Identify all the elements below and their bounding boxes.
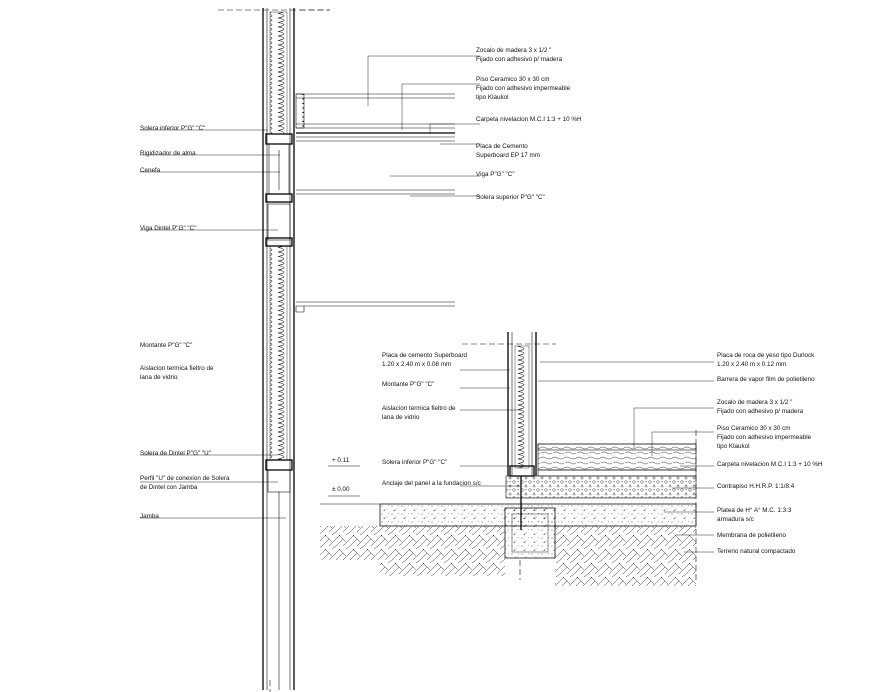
label-membrana: Membrana de polietileno	[717, 532, 786, 539]
label-montante-right: Montante P"G" "C"	[382, 381, 434, 388]
label-placa-superboard-2: 1.20 x 2.40 m x 0.08 mm	[382, 361, 451, 368]
label-placa-cemento-1: Placa de Cemento	[476, 143, 528, 150]
label-carpeta-upper: Carpeta nivelacion M.C.I 1:3 + 10 %H	[476, 116, 582, 123]
label-perfil-u-1: Perfil "U" de conexion de Solera	[140, 475, 230, 482]
level-high: + 0.11	[332, 457, 350, 464]
label-placa-roca-1: Placa de roca de yeso tipo Durlock	[717, 352, 815, 359]
label-piso-right-3: tipo Klaukol	[717, 443, 750, 450]
right-section	[320, 332, 697, 586]
label-aislacion-left-2: lana de vidrio	[140, 374, 178, 381]
label-piso-right-2: Fijado con adhesivo impermeable	[717, 434, 812, 441]
label-platea-1: Platea de H° A° M.C. 1:3:3	[717, 506, 792, 514]
leader-lines	[140, 55, 714, 553]
label-jamba: Jamba	[140, 513, 159, 520]
label-zocalo-right-1: Zocalo de madera 3 x 1/2 "	[717, 399, 792, 406]
label-barrera: Barrera de vapor film de polietileno	[717, 376, 815, 383]
label-placa-roca-2: 1.20 x 2.40 m x 0.12 mm	[717, 361, 786, 368]
label-carpeta-right: Carpeta nivelacion M.C.I 1:3 + 10 %H	[717, 461, 823, 468]
label-placa-superboard-1: Placa de cemento Superboard	[382, 352, 468, 359]
label-rigidizador: Rigidizador de alma	[140, 150, 196, 157]
label-piso-right-1: Piso Ceramico 30 x 30 cm	[717, 425, 791, 432]
label-zocalo-upper-2: Fijado con adhesivo p/ madera	[476, 56, 563, 63]
label-cenefa: Cenefa	[140, 167, 161, 174]
label-viga: Viga P"G" "C"	[476, 171, 515, 178]
level-zero: ± 0.00	[332, 486, 350, 493]
label-placa-cemento-2: Superboard EP 17 mm	[476, 152, 540, 159]
label-aislacion-right-1: Aislacion termica fieltro de	[382, 405, 456, 412]
label-zocalo-right-2: Fijado con adhesivo p/ madera	[717, 408, 804, 415]
label-zocalo-upper-1: Zocalo de madera 3 x 1/2 "	[476, 47, 551, 54]
label-montante-left: Montante P"G" "C"	[140, 342, 192, 349]
label-solera-superior: Solera superior P"G" "C"	[476, 194, 545, 201]
label-piso-upper-3: tipo Klaukol	[476, 94, 509, 101]
label-platea-2: armadura s/c	[717, 516, 754, 523]
upper-floor	[295, 9, 455, 313]
left-wall	[218, 8, 330, 692]
label-anclaje: Anclaje del panel a la fundacion s/c	[382, 480, 481, 487]
label-aislacion-left-1: Aislacion termica fieltro de	[140, 365, 214, 372]
label-terreno: Terreno natural compactado	[717, 548, 796, 555]
label-solera-dintel: Solera de Dintel P"G" "U"	[140, 450, 211, 457]
label-contrapiso: Contrapiso H.H.R.P. 1:1/8:4	[717, 483, 795, 490]
label-solera-inferior: Solera inferior P"G" "C"	[140, 125, 205, 132]
label-piso-upper-2: Fijado con adhesivo impermeable	[476, 85, 571, 92]
label-solera-inferior-right: Solera inferior P"G" "C"	[382, 459, 447, 466]
label-aislacion-right-2: lana de vidrio	[382, 414, 420, 421]
label-perfil-u-2: de Dintel con Jamba	[140, 484, 198, 491]
label-viga-dintel: Viga Dintel P"G" "C"	[140, 225, 196, 232]
label-piso-upper-1: Piso Ceramico 30 x 30 cm	[476, 76, 550, 83]
